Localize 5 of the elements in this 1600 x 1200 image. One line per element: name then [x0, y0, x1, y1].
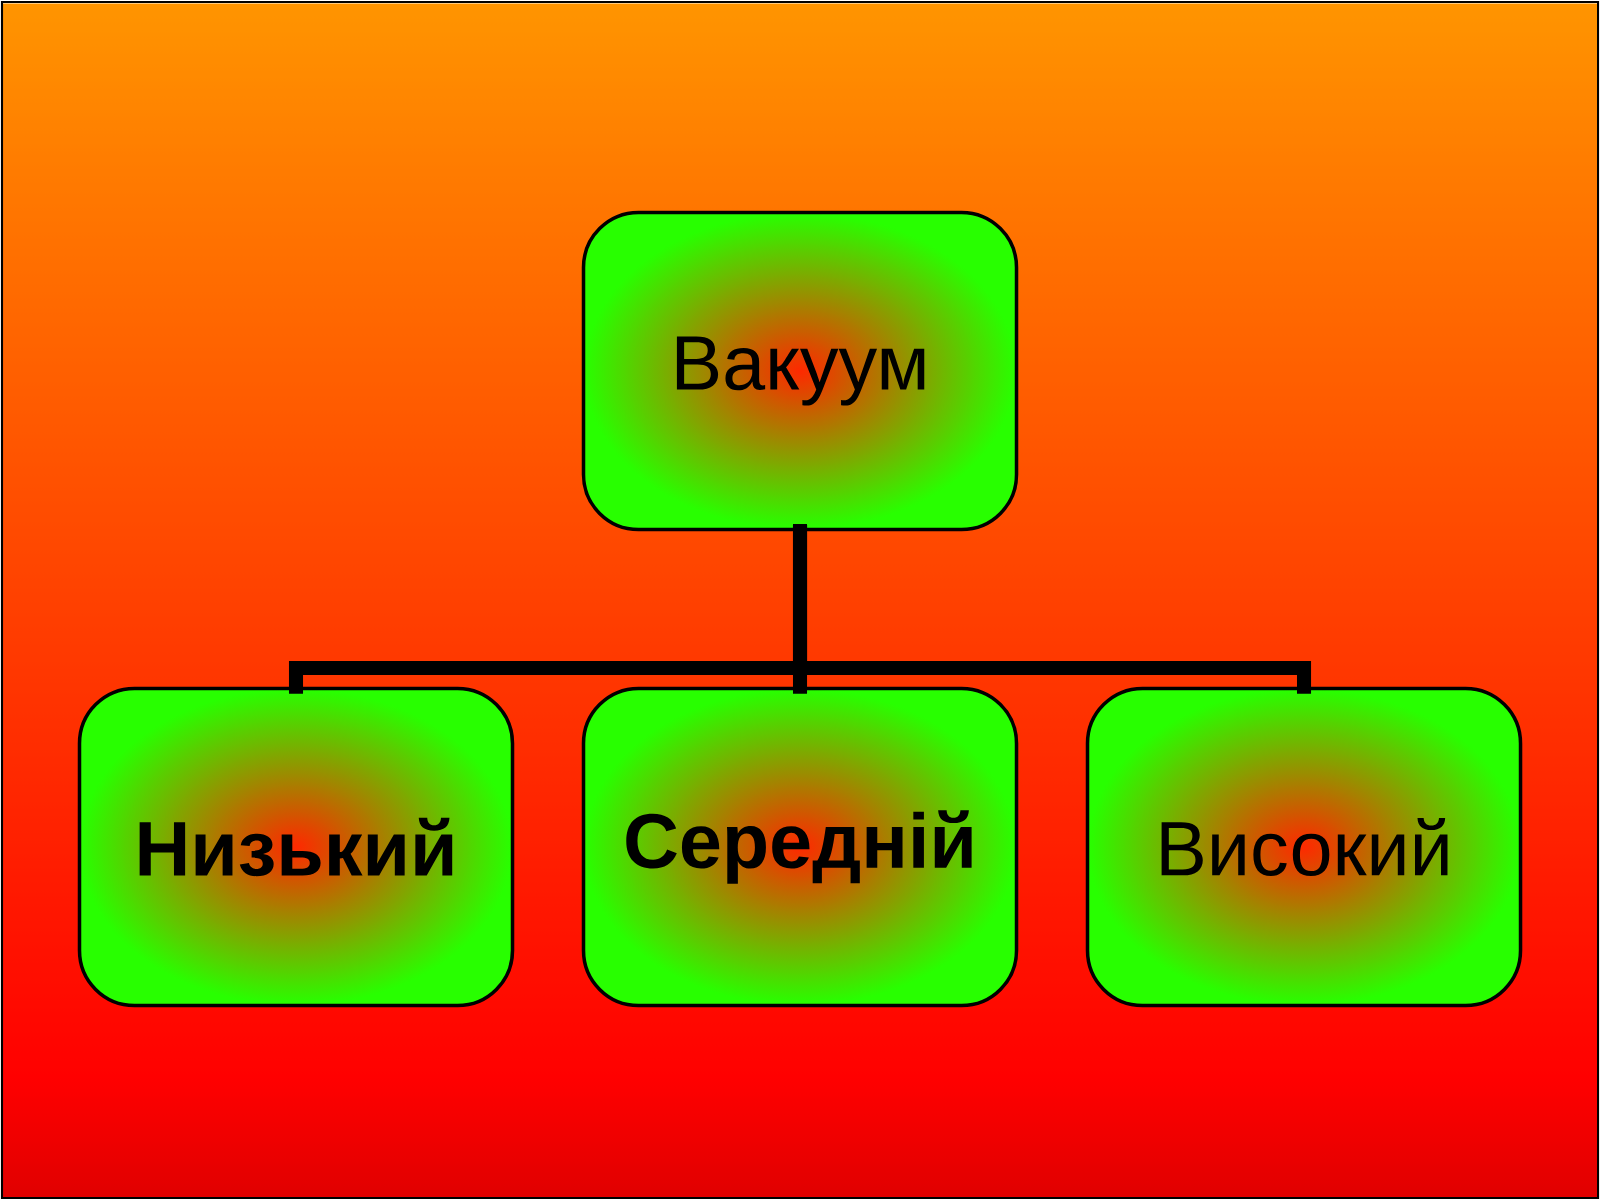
rounded-box: Вакуум: [581, 210, 1019, 532]
rounded-box: Низький: [77, 686, 515, 1008]
rounded-box: Середній: [581, 686, 1019, 1008]
rounded-box: Високий: [1085, 686, 1523, 1008]
connector-line: [793, 524, 1312, 694]
